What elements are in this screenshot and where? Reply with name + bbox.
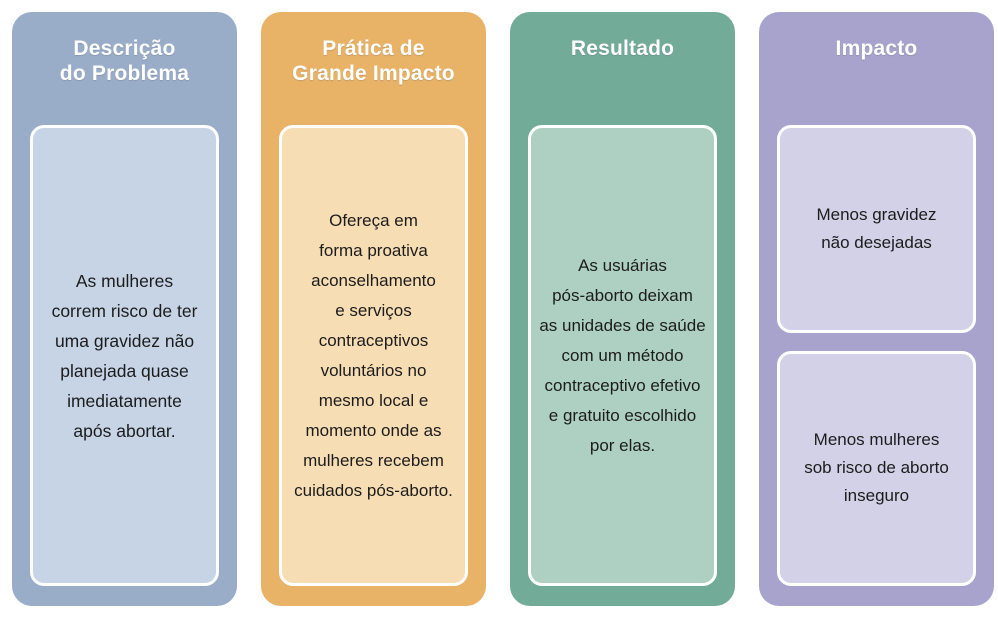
column-pratica-de-grande-impacto: Prática de Grande Impacto Ofereça em for… xyxy=(261,12,486,606)
column-title-impacto: Impacto xyxy=(835,37,918,60)
card-stack-impacto: Menos gravidez não desejadas Menos mulhe… xyxy=(777,125,976,586)
card-text: As mulheres correm risco de ter uma grav… xyxy=(51,270,198,441)
card-result: As usuárias pós-aborto deixam as unidade… xyxy=(528,125,717,586)
card-impact-fewer-women-at-risk: Menos mulheres sob risco de aborto inseg… xyxy=(777,350,976,586)
card-impact-fewer-unintended-pregnancies: Menos gravidez não desejadas xyxy=(777,125,976,333)
card-high-impact-practice: Ofereça em forma proativa aconselhamento… xyxy=(279,125,468,586)
column-title-descricao-do-problema: Descrição do Problema xyxy=(59,37,190,85)
column-descricao-do-problema: Descrição do Problema As mulheres correm… xyxy=(12,12,237,606)
card-text: As usuárias pós-aborto deixam as unidade… xyxy=(539,255,706,455)
card-stack-descricao-do-problema: As mulheres correm risco de ter uma grav… xyxy=(30,125,219,586)
card-text: Menos gravidez não desejadas xyxy=(816,204,937,252)
card-text: Menos mulheres sob risco de aborto inseg… xyxy=(804,430,949,506)
card-stack-resultado: As usuárias pós-aborto deixam as unidade… xyxy=(528,125,717,586)
column-title-resultado: Resultado xyxy=(570,37,675,60)
card-text: Ofereça em forma proativa aconselhamento… xyxy=(294,210,453,500)
column-title-pratica-de-grande-impacto: Prática de Grande Impacto xyxy=(292,37,455,85)
card-stack-pratica-de-grande-impacto: Ofereça em forma proativa aconselhamento… xyxy=(279,125,468,586)
card-problem-description: As mulheres correm risco de ter uma grav… xyxy=(30,125,219,586)
column-impacto: Impacto Menos gravidez não desejadas Men… xyxy=(759,12,994,606)
column-resultado: Resultado As usuárias pós-aborto deixam … xyxy=(510,12,735,606)
